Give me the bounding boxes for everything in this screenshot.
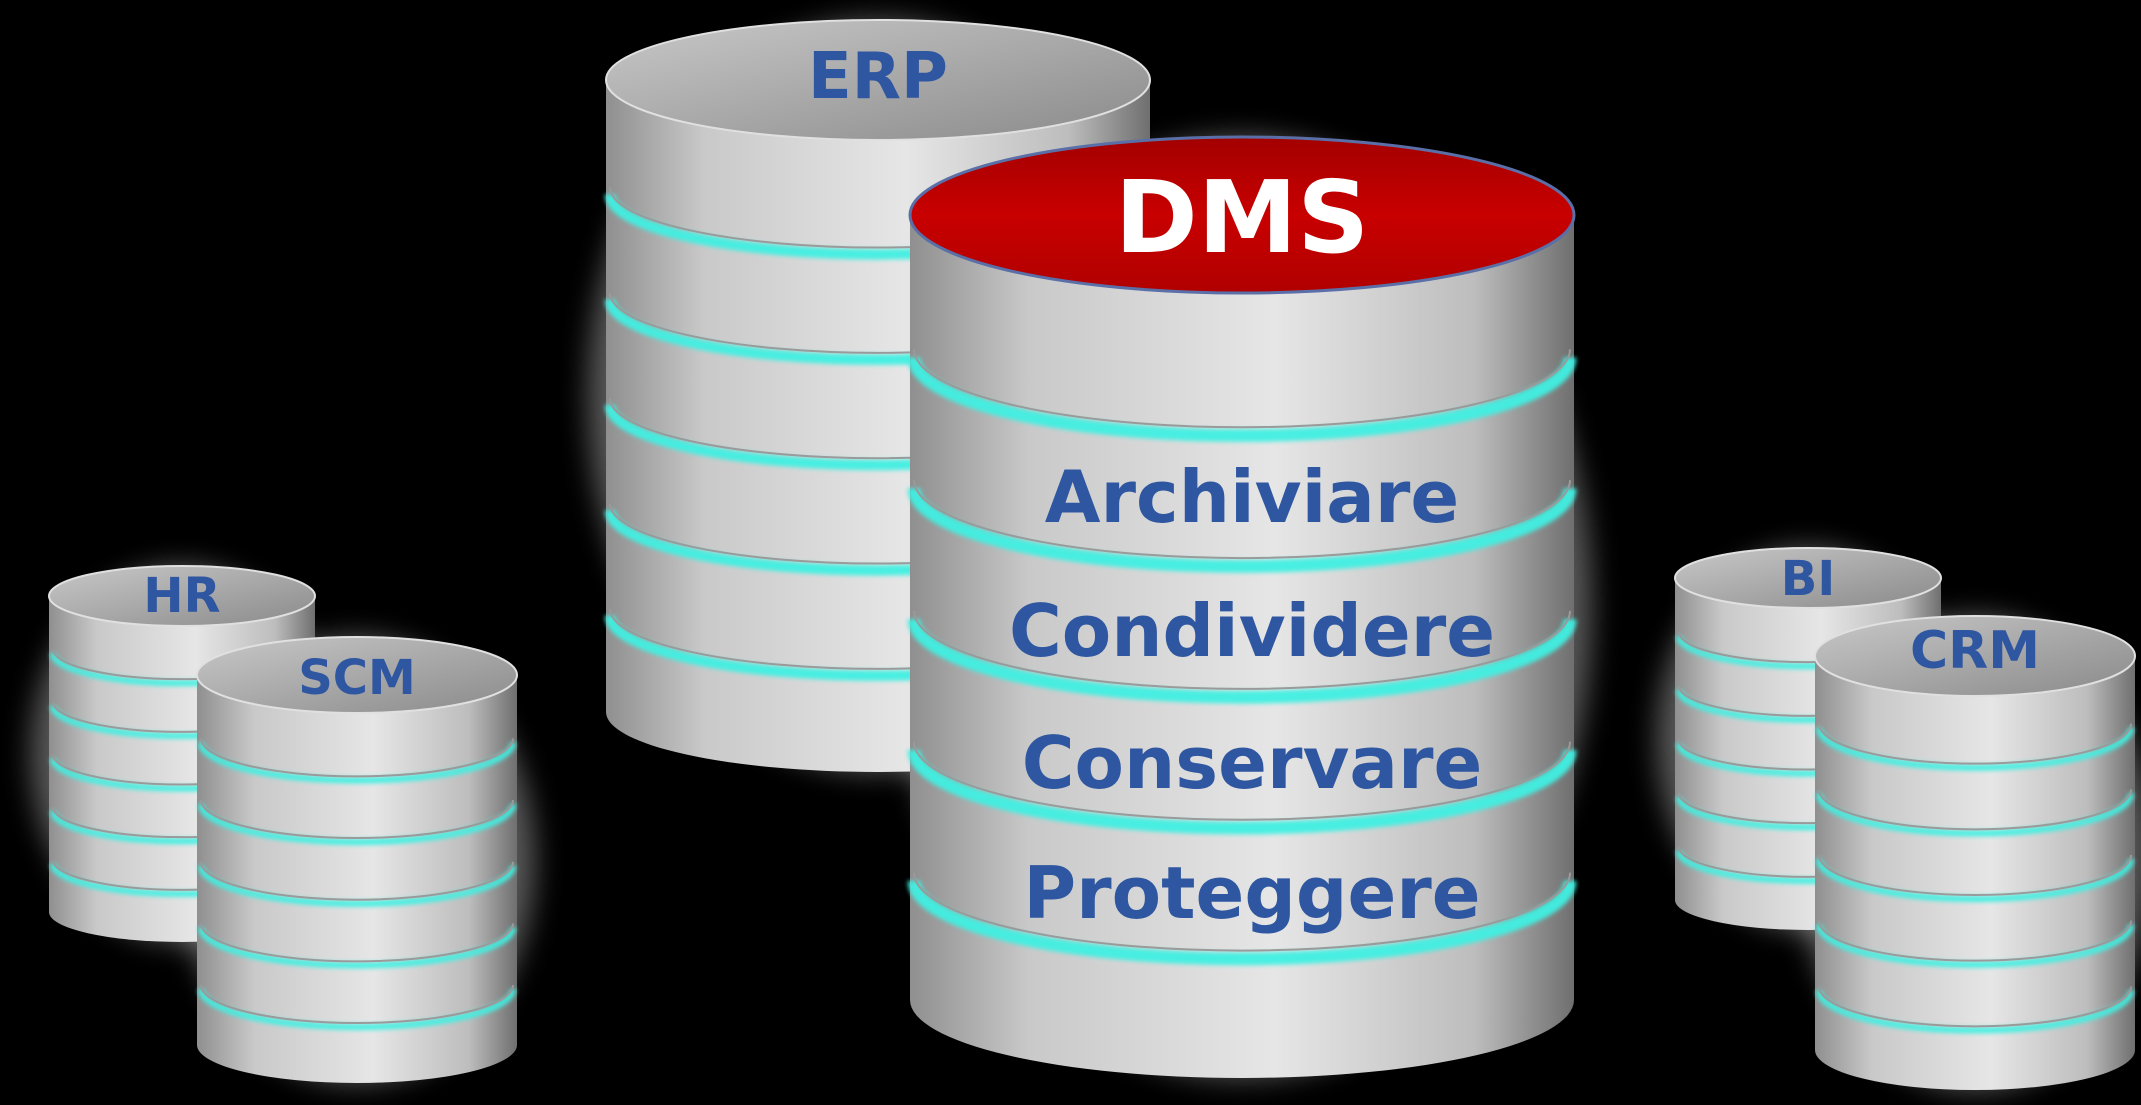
dms-function-proteggere: Proteggere bbox=[1023, 851, 1480, 935]
ring-edge bbox=[1818, 920, 2132, 962]
cylinder-top bbox=[48, 565, 316, 627]
dms-function-conservare: Conservare bbox=[1022, 721, 1483, 805]
ring-edge bbox=[200, 861, 514, 901]
cylinder-top bbox=[1674, 547, 1942, 609]
glow-ring bbox=[1815, 793, 2135, 837]
hr-label: HR bbox=[143, 568, 220, 624]
glow-ring bbox=[907, 749, 1577, 835]
glow-ring bbox=[197, 742, 517, 784]
glow-ring bbox=[907, 487, 1577, 573]
ring-edge bbox=[913, 480, 1571, 560]
glow-ring bbox=[907, 880, 1577, 966]
ring-edge bbox=[200, 738, 514, 778]
dms-database-cylinder bbox=[907, 135, 1577, 1078]
erp-label: ERP bbox=[808, 40, 948, 114]
glow-ring bbox=[1815, 924, 2135, 968]
dms-label: DMS bbox=[1115, 159, 1370, 276]
ring-edge bbox=[1818, 723, 2132, 765]
ring-edge bbox=[200, 800, 514, 840]
glow-ring bbox=[1815, 990, 2135, 1034]
glow-ring bbox=[197, 988, 517, 1031]
ring-edge bbox=[913, 610, 1571, 690]
ring-edge bbox=[1818, 789, 2132, 831]
ring-edge bbox=[913, 872, 1571, 952]
glow-ring bbox=[197, 865, 517, 907]
ring-edge bbox=[1818, 854, 2132, 896]
cylinder-top bbox=[196, 636, 518, 714]
cylinder-top-red bbox=[908, 135, 1576, 295]
ring-edge bbox=[200, 923, 514, 963]
glow-ring bbox=[197, 927, 517, 969]
scm-database-cylinder bbox=[196, 636, 518, 1083]
crm-database-cylinder bbox=[1814, 615, 2136, 1090]
ring-edge bbox=[913, 741, 1571, 821]
bi-label: BI bbox=[1781, 551, 1835, 607]
ring-edge bbox=[1818, 986, 2132, 1028]
crm-label: CRM bbox=[1910, 621, 2040, 681]
scm-label: SCM bbox=[298, 650, 416, 706]
cylinder-top bbox=[1814, 615, 2136, 697]
ring-edge bbox=[913, 349, 1571, 429]
glow-ring bbox=[1815, 727, 2135, 771]
glow-ring bbox=[907, 618, 1577, 704]
dms-function-condividere: Condividere bbox=[1009, 589, 1495, 673]
glow-ring bbox=[197, 803, 517, 846]
cylinder-body bbox=[1815, 656, 2135, 1090]
dms-function-archiviare: Archiviare bbox=[1045, 455, 1459, 539]
cylinder-body bbox=[197, 675, 517, 1083]
glow-ring bbox=[907, 357, 1577, 442]
ring-edge bbox=[200, 985, 514, 1025]
glow-ring bbox=[1815, 858, 2135, 903]
cylinder-top bbox=[605, 19, 1151, 141]
